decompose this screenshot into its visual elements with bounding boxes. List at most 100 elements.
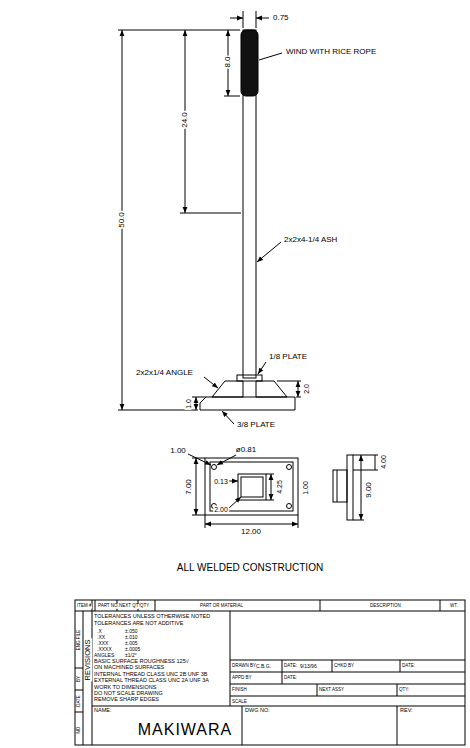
- table-header-text: BY: [77, 676, 82, 682]
- extension-line: [192, 397, 206, 398]
- leader-line: [217, 455, 236, 465]
- table-cell-text: DWG NO:: [245, 708, 270, 714]
- extension-line: [266, 500, 274, 501]
- rule: [75, 690, 83, 691]
- angle: [212, 381, 243, 397]
- extension-line: [353, 470, 378, 471]
- extension-line: [205, 515, 206, 528]
- rule: [75, 712, 83, 713]
- eighth-plate: [237, 375, 262, 381]
- extension-line: [118, 30, 240, 31]
- table-cell-text: NAME:: [94, 708, 111, 714]
- revisions-heading-text: REVISIONS: [84, 639, 92, 682]
- callout-text: 3/8 PLATE: [236, 421, 276, 429]
- rule: [230, 684, 465, 685]
- dimension-line: [375, 455, 376, 470]
- angle: [238, 474, 266, 500]
- leader-line: [257, 242, 281, 262]
- table-cell-text: QTY:: [399, 688, 409, 693]
- table-header-text: NEXT QTY: [119, 604, 141, 609]
- callout-text: 2x2x1/4 ANGLE: [135, 369, 194, 377]
- drawing-name-text: MAKIWARA: [137, 722, 234, 738]
- dimension-text: 24.0: [181, 111, 189, 129]
- table-cell-text: CHKD BY: [334, 664, 354, 669]
- table-header-text: PART OR MATERIAL: [200, 604, 243, 609]
- dimension-text: 4.00: [380, 454, 387, 470]
- bolt-hole: [212, 465, 217, 470]
- rule: [230, 672, 465, 673]
- dimension-line: [196, 397, 197, 410]
- rule: [95, 600, 96, 611]
- table-cell-text: .XX: [97, 635, 105, 640]
- dimension-line: [271, 474, 272, 500]
- extension-line: [353, 520, 364, 521]
- table-cell-text: .X: [97, 629, 102, 634]
- note-text: BASIC SURFACE ROUGHNESS 125√: [94, 659, 189, 665]
- table-header-text: ENG FILE: [77, 630, 82, 651]
- leader-line: [229, 497, 241, 508]
- dimension-text: 0.13: [213, 478, 229, 485]
- base-plate: [205, 458, 298, 515]
- table-cell-text: DATE:: [284, 664, 297, 669]
- table-cell-text: ±.005: [125, 641, 137, 646]
- rule: [75, 668, 83, 669]
- table-cell-text: DATE:: [402, 664, 415, 669]
- leader-line: [204, 377, 218, 388]
- table-cell-text: ±.050: [125, 629, 137, 634]
- rule: [400, 660, 401, 672]
- dimension-line: [361, 455, 362, 520]
- table-cell-text: FINISH: [232, 688, 247, 693]
- rule: [317, 684, 318, 696]
- extension-line: [353, 455, 378, 456]
- note-text: TOLERANCES ARE NOT ADDITIVE: [94, 621, 183, 627]
- extension-line: [192, 458, 205, 459]
- rule: [282, 660, 283, 684]
- dimension-text: 9.00: [365, 481, 373, 499]
- rule: [242, 706, 243, 745]
- table-cell-text: NEXT ASSY: [319, 688, 344, 693]
- extension-line: [298, 515, 299, 528]
- dimension-text: 2.0: [303, 383, 310, 395]
- rule: [320, 600, 321, 611]
- extension-line: [256, 11, 257, 28]
- angle-edge: [337, 470, 338, 502]
- table-cell-text: .XXXX: [97, 647, 112, 652]
- extension-line: [224, 96, 240, 97]
- dimension-text: 50.0: [118, 211, 126, 229]
- rule: [440, 600, 441, 611]
- rule: [75, 611, 465, 612]
- dimension-line: [230, 18, 243, 19]
- table-cell-text: ±.0005: [125, 647, 140, 652]
- dimension-text: 2.00: [213, 506, 229, 513]
- table-header-text: PART NO.: [98, 604, 119, 609]
- rule: [230, 611, 231, 706]
- dimension-text: 1.00: [169, 447, 187, 455]
- plate-outline: [210, 462, 293, 511]
- leader-line: [229, 481, 238, 482]
- bolt-hole: [287, 504, 292, 509]
- callout-text: WIND WITH RICE ROPE: [285, 48, 377, 56]
- table-cell-text: ANGLES: [94, 653, 114, 658]
- title-block: [75, 600, 465, 745]
- rule: [230, 660, 465, 661]
- table-cell-text: ±.010: [125, 635, 137, 640]
- note-text: DO NOT SCALE DRAWING: [94, 691, 163, 697]
- table-header-text: DESCRIPTION: [370, 604, 401, 609]
- rule: [397, 684, 398, 696]
- extension-line: [243, 11, 244, 28]
- note-text: REMOVE SHARP EDGES: [94, 697, 159, 703]
- table-header-text: DATE: [77, 695, 82, 707]
- note-text: TOLERANCES UNLESS OTHERWISE NOTED: [94, 614, 210, 620]
- base-plate: [200, 397, 295, 410]
- extension-line: [277, 381, 301, 382]
- table-cell-text: 9/13/96: [300, 664, 317, 669]
- table-header-text: NO: [77, 727, 82, 734]
- dimension-text: 7.00: [185, 478, 193, 496]
- callout-text: 2x2x4-1/4 ASH: [283, 236, 338, 244]
- note-text: INTERNAL THREAD CLASS UNC 2B UNF 3B: [94, 672, 207, 678]
- angle: [256, 381, 287, 397]
- title-frame: [75, 600, 465, 745]
- dimension-text: 1.00: [302, 480, 309, 496]
- dimension-text: ø0.81: [235, 446, 257, 454]
